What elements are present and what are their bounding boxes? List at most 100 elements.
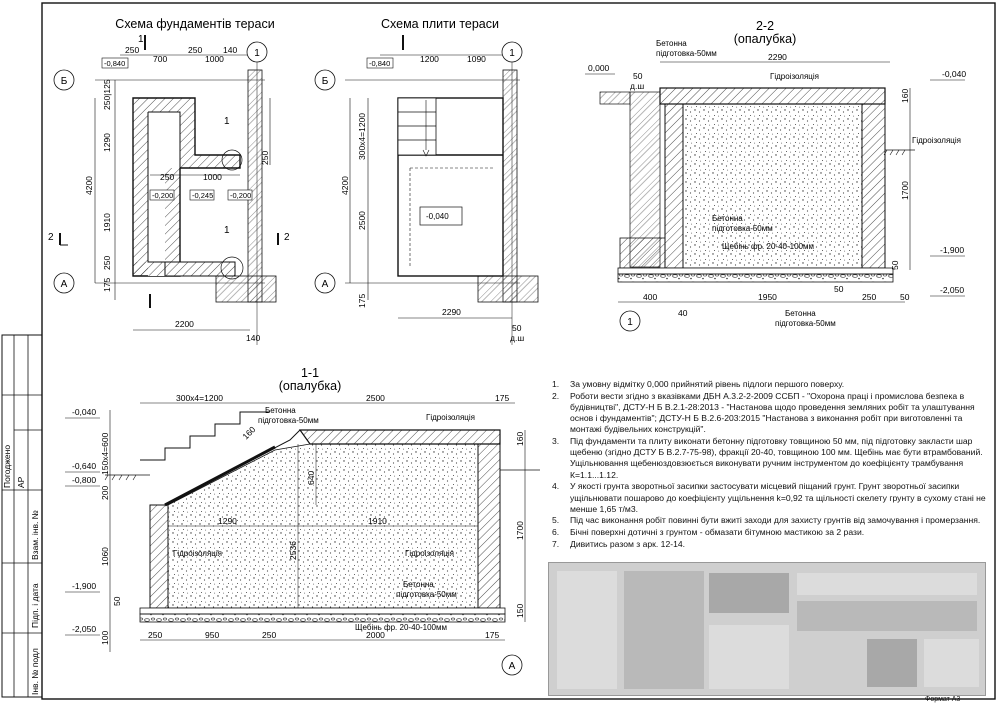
title-block-cells: [709, 573, 789, 613]
s22-level-2: -1,900: [940, 245, 964, 255]
note-item: 3.Під фундаменти та плиту виконати бетон…: [548, 436, 988, 481]
fnd-axis-1: 1: [254, 48, 260, 59]
fnd-axis-b: Б: [61, 76, 68, 87]
s22-dim-50c: 50: [900, 292, 910, 302]
s22-level-3: -2,050: [940, 285, 964, 295]
fnd-dim-250b: 250: [188, 45, 202, 55]
fnd-dim-2200: 2200: [175, 319, 194, 329]
side-stamp-agreed: Погоджено: [2, 445, 12, 488]
title-block-cells: [797, 573, 977, 595]
note-item: 5.Під час виконання робіт повинні бути в…: [548, 515, 988, 526]
note-item: 6.Бічні поверхні дотичні з грунтом - обм…: [548, 527, 988, 538]
s11-dim-2000: 2000: [366, 630, 385, 640]
s22-dim-dsh: д.ш: [630, 81, 644, 91]
note-text: Роботи вести згідно з вказівками ДБН А.3…: [570, 390, 975, 435]
side-stamp-inv-orig: Інв. № подл: [30, 648, 40, 695]
s22-dim-160: 160: [900, 89, 910, 103]
s11-dim-1290: 1290: [218, 516, 237, 526]
fnd-callout-3: 1: [138, 34, 144, 45]
fnd-dim-250: 250: [125, 45, 139, 55]
s11-waterproof-top: Гідроізоляція: [426, 413, 475, 422]
s22-dim-400: 400: [643, 292, 657, 302]
note-item: 4.У якості грунта зворотньої засипки зас…: [548, 481, 988, 515]
s11-dim-100: 100: [100, 631, 110, 645]
slab-dim-2290: 2290: [442, 307, 461, 317]
s11-dim-2536: 2536: [288, 541, 298, 560]
s22-dim-1700: 1700: [900, 181, 910, 200]
slab-dim-50: 50: [512, 323, 522, 333]
s22-gravel: Щебінь фр. 20-40-100мм: [722, 242, 814, 251]
s11-dim-2500: 2500: [366, 393, 385, 403]
section22-title: 2-2: [756, 19, 774, 33]
slab-plan: Схема плити тераси -0,040 1200 1090 4200…: [314, 17, 539, 345]
s11-concrete-top2: підготовка-50мм: [258, 416, 319, 425]
s11-dim-200: 200: [100, 486, 110, 500]
title-block-cells: [557, 571, 617, 689]
side-stamp-ar: АР: [16, 476, 26, 488]
s11-dim-1700: 1700: [515, 521, 525, 540]
s11-level-4: -1,900: [72, 581, 96, 591]
s22-waterproof-top: Гідроізоляція: [770, 72, 819, 81]
s22-concrete-top: Бетонна: [656, 39, 687, 48]
fnd-section-2r: 2: [284, 232, 290, 243]
s22-dim-2290: 2290: [768, 52, 787, 62]
fnd-dim-250: 250: [102, 256, 112, 270]
s11-dim-150x4: 150х4=600: [100, 432, 110, 475]
note-item: 2. Роботи вести згідно з вказівками ДБН А…: [548, 391, 988, 436]
s22-concrete-mid2: підготовка-50мм: [712, 224, 773, 233]
fnd-dim-140: 140: [223, 45, 237, 55]
title-block-cells: [624, 571, 704, 689]
fnd-dim-1910: 1910: [102, 213, 112, 232]
slab-axis-a: А: [322, 279, 329, 290]
section11-title: 1-1: [301, 366, 319, 380]
note-text: Дивитись разом з арк. 12-14.: [570, 538, 686, 549]
s11-dim-300x4: 300х4=1200: [176, 393, 223, 403]
title-block: [548, 562, 986, 696]
s22-dim-50: 50: [633, 71, 643, 81]
s11-axis-a: А: [509, 661, 516, 672]
side-stamp: Погоджено АР Взам. інв. № Підп. і дата І…: [1, 334, 43, 698]
s22-axis-1: 1: [627, 317, 633, 328]
s22-dim-50b: 50: [834, 284, 844, 294]
s22-dim-50r: 50: [890, 260, 900, 270]
slab-dim-1200: 1200: [420, 54, 439, 64]
s11-dim-175: 175: [495, 393, 509, 403]
note-item: 1.За умовну відмітку 0,000 прийнятий рів…: [548, 379, 988, 390]
fnd-callout-1: 1: [224, 116, 230, 127]
slab-dim-4200: 4200: [340, 176, 350, 195]
note-text: Під фундаменти та плиту виконати бетонну…: [570, 436, 983, 480]
note-number: 4.: [552, 481, 560, 492]
fnd-section-2: 2: [48, 232, 54, 243]
s11-level-3: -0,800: [72, 475, 96, 485]
s11-gravel: Щебінь фр. 20-40-100мм: [355, 623, 447, 632]
fnd-dim-250-125: 250|125: [102, 79, 112, 110]
fnd-dim-mid-1000: 1000: [203, 172, 222, 182]
section-1-1: 1-1 (опалубка) 300х4=1200 2500 175 150х4…: [65, 366, 540, 676]
s11-dim-160: 160: [515, 432, 525, 446]
fnd-dim-700: 700: [153, 54, 167, 64]
s11-level-1: -0,040: [72, 407, 96, 417]
fnd-dim-mid-250: 250: [160, 172, 174, 182]
s11-dim-250: 250: [148, 630, 162, 640]
s22-concrete-bot2: підготовка-50мм: [775, 319, 836, 328]
s11-level-5: -2,050: [72, 624, 96, 634]
side-stamp-sign-date: Підп. і дата: [30, 583, 40, 628]
foundation-plan-title: Схема фундаментів тераси: [115, 17, 274, 31]
s11-dim-640: 640: [306, 471, 316, 485]
fnd-callout-2: 1: [224, 225, 230, 236]
slab-level-1: -0,840: [369, 59, 390, 68]
s22-concrete-top2: підготовка-50мм: [656, 49, 717, 58]
fnd-level-1: -0,840: [104, 59, 125, 68]
s11-dim-950: 950: [205, 630, 219, 640]
fnd-axis-a: А: [61, 279, 68, 290]
title-block-cells: [867, 639, 917, 687]
s22-concrete-mid: Бетонна: [712, 214, 743, 223]
s22-dim-250: 250: [862, 292, 876, 302]
s11-dim-1910: 1910: [368, 516, 387, 526]
fnd-dim-175: 175: [102, 278, 112, 292]
note-number: 2.: [552, 390, 560, 401]
title-block-cells: [797, 601, 977, 631]
s11-concrete-top: Бетонна: [265, 406, 296, 415]
section22-subtitle: (опалубка): [734, 32, 797, 46]
